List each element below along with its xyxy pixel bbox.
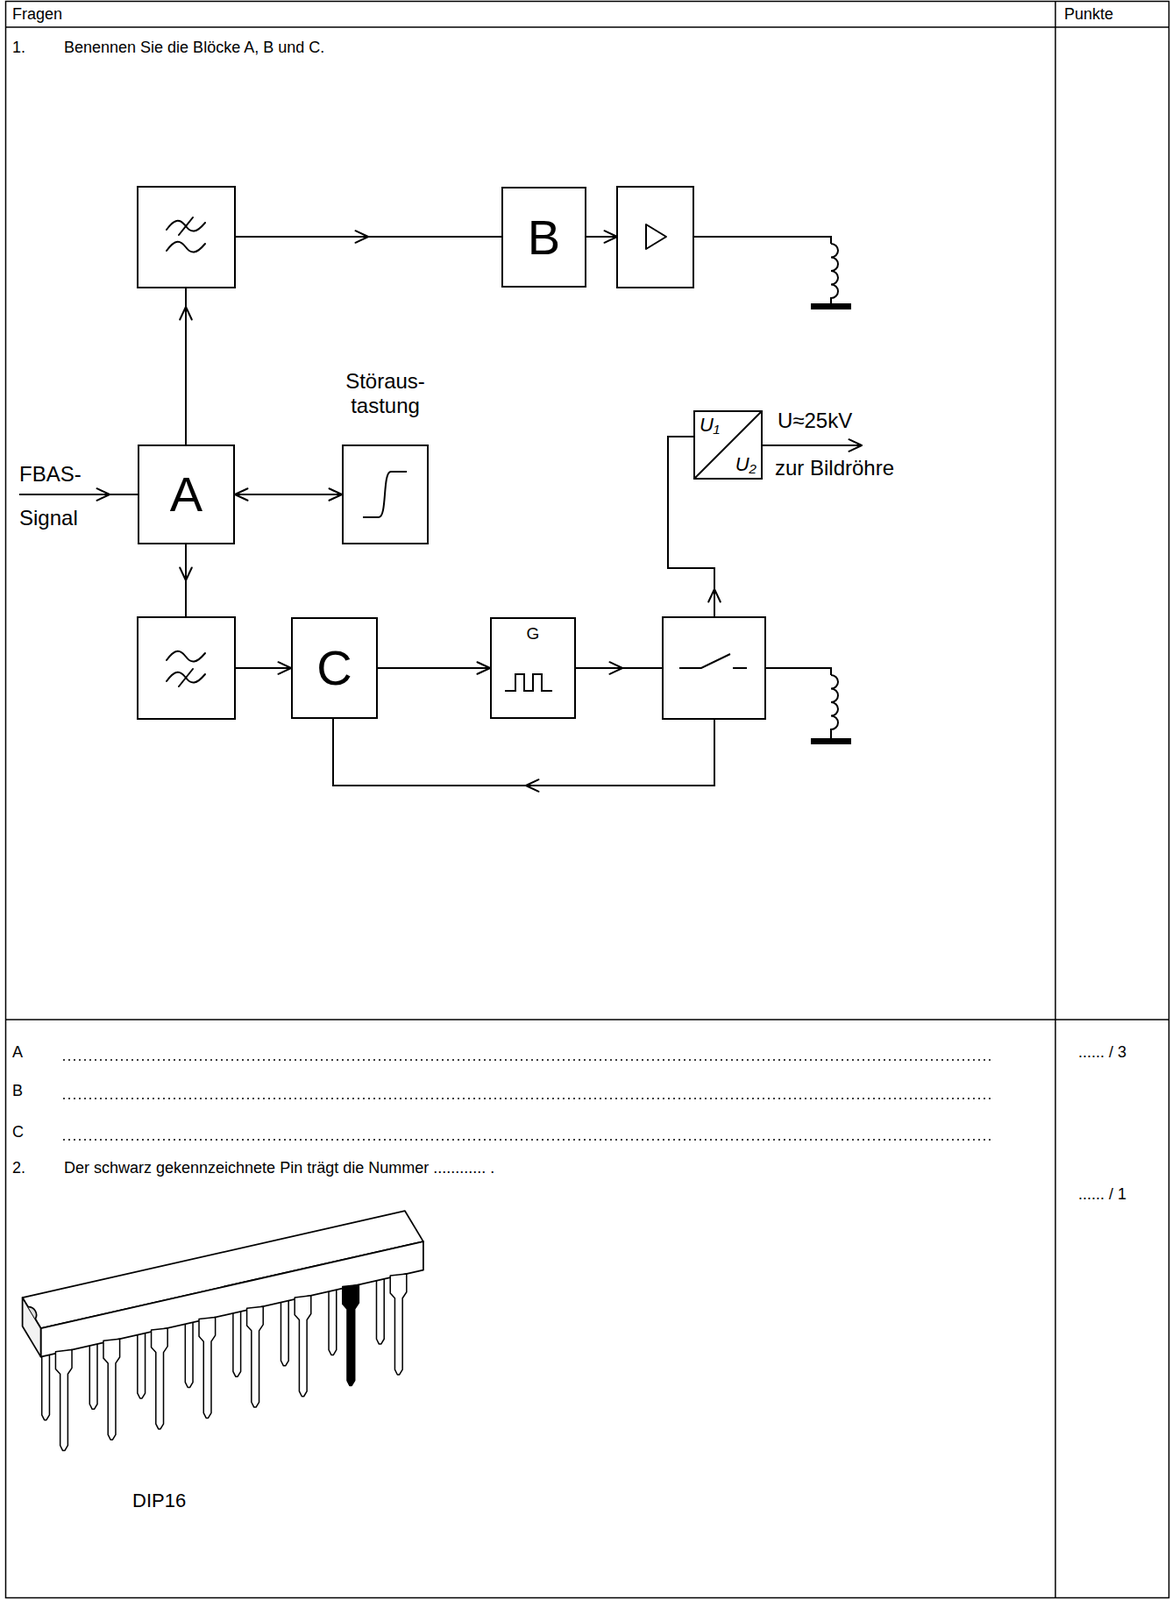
function-block: A — [137, 444, 235, 545]
block-letter: C — [316, 643, 352, 693]
dip16-chip — [22, 1210, 424, 1450]
amplifier-box — [617, 186, 694, 288]
amplifier-symbol — [646, 224, 667, 249]
marked-pin — [342, 1284, 360, 1386]
switch-box — [662, 617, 766, 719]
wires — [19, 236, 862, 786]
chip-body — [22, 1210, 424, 1357]
pulse-symbol — [504, 674, 553, 691]
arrow-head — [234, 488, 249, 501]
voltage-symbol: U₂ — [735, 454, 757, 475]
answer-lines — [63, 1059, 995, 1140]
question-text: Benennen Sie die Blöcke A, B und C. — [63, 38, 325, 57]
column-header: Punkte — [1064, 5, 1114, 24]
connector-line — [377, 667, 491, 669]
switch-symbol — [679, 653, 747, 668]
signal-arrow — [234, 488, 342, 501]
block-letter: A — [170, 469, 203, 519]
voltage-symbol: U₁ — [699, 415, 720, 435]
arrow-head — [328, 488, 342, 501]
question-number: 2. — [12, 1158, 26, 1178]
question-text: Der schwarz gekennzeichnete Pin trägt di… — [63, 1158, 495, 1178]
package-name: DIP16 — [132, 1489, 186, 1512]
block-letter: G — [526, 625, 540, 642]
points-field: ...... / 1 — [1078, 1185, 1127, 1204]
front-pins — [55, 1273, 406, 1451]
block-symbols — [137, 186, 766, 719]
block-letter: B — [527, 213, 561, 263]
block-heading: Störaus- tastung — [327, 369, 443, 419]
answer-letter: B — [12, 1081, 23, 1101]
lowpass-filter — [137, 186, 235, 288]
voltage-value: U≈25kV — [777, 408, 853, 434]
generator-block: G — [490, 617, 576, 719]
answer-letter: C — [12, 1122, 24, 1142]
signal-arrow — [377, 661, 491, 675]
ground-symbol — [810, 303, 852, 745]
converter-diagonal — [694, 411, 762, 479]
threshold-symbol — [362, 471, 407, 518]
table-frame — [6, 1, 1170, 1599]
function-block: B — [501, 186, 587, 288]
filter-symbol — [166, 217, 206, 687]
voltage-converter: U₁ U₂ — [693, 410, 763, 480]
highpass-filter — [137, 617, 235, 719]
answer-letter: A — [12, 1043, 23, 1062]
signal-name: FBAS- Signal — [19, 452, 90, 540]
points-field: ...... / 3 — [1078, 1043, 1127, 1062]
blanking-block: Störaus- tastung — [341, 444, 429, 545]
function-block: C — [291, 617, 378, 719]
wire-arrowheads — [97, 230, 863, 792]
arrow-head — [476, 661, 491, 675]
connector-line — [234, 493, 342, 496]
deflection-coil — [831, 243, 839, 739]
output-note: zur Bildröhre — [774, 455, 895, 481]
question-number: 1. — [12, 38, 26, 57]
column-header: Fragen — [12, 5, 63, 24]
